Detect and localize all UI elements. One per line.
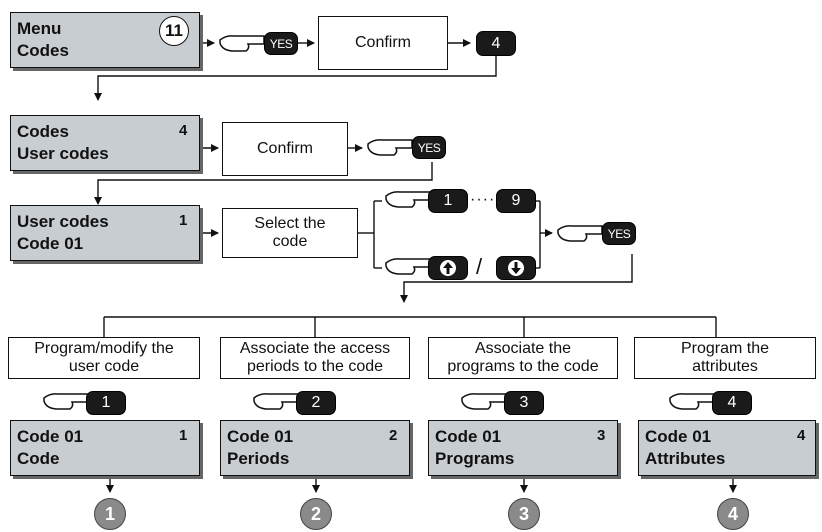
key-9: 9	[496, 189, 536, 213]
key-1: 1	[86, 391, 126, 415]
key-1: 1	[428, 189, 468, 213]
lcd-number: 1	[179, 212, 188, 229]
arrow-down-icon	[508, 260, 524, 276]
separator-slash: /	[476, 254, 483, 279]
option-box-programs: Associate the programs to the code	[428, 337, 618, 379]
hand-pointer-icon	[461, 393, 507, 410]
lcd-code01-code: Code 01 Code 1	[10, 420, 200, 476]
lcd-code01-attributes: Code 01 Attributes 4	[638, 420, 816, 476]
step-circle-1: 1	[94, 498, 126, 530]
key-2: 2	[296, 391, 336, 415]
yes-key: YES	[602, 222, 636, 245]
hand-pointer-icon	[557, 225, 603, 242]
arrow-up-icon	[440, 260, 456, 276]
confirm-box: Confirm	[222, 122, 348, 176]
hand-pointer-icon	[669, 393, 715, 410]
lcd-line2: Periods	[227, 449, 290, 468]
option-box-access-periods: Associate the access periods to the code	[220, 337, 410, 379]
lcd-code01-programs: Code 01 Programs 3	[428, 420, 618, 476]
yes-key: YES	[264, 32, 298, 55]
yes-key: YES	[412, 136, 446, 159]
key-3: 3	[504, 391, 544, 415]
hand-pointer-icon	[367, 139, 413, 156]
option-box-program-user-code: Program/modify the user code	[8, 337, 200, 379]
lcd-number: 1	[179, 427, 188, 444]
lcd-number: 2	[389, 427, 398, 444]
lcd-line1: Code 01	[645, 427, 712, 446]
hand-pointer-icon	[385, 191, 431, 208]
select-code-box: Select the code	[222, 208, 358, 258]
step-circle-4: 4	[717, 498, 749, 530]
lcd-line2: User codes	[17, 144, 109, 163]
lcd-line2: Code 01	[17, 234, 84, 253]
step-number-circle: 11	[159, 16, 189, 46]
key-4: 4	[476, 31, 516, 56]
confirm-box: Confirm	[318, 16, 448, 70]
lcd-line2: Codes	[17, 41, 69, 60]
lcd-user-codes-code01: User codes Code 01 1	[10, 205, 200, 261]
lcd-menu-codes: Menu Codes 11	[10, 12, 200, 68]
step-circle-2: 2	[300, 498, 332, 530]
arrow-down-key	[496, 256, 536, 280]
hand-pointer-icon	[219, 35, 265, 52]
lcd-line1: Code 01	[435, 427, 502, 446]
hand-pointer-icon	[385, 258, 431, 275]
lcd-codes-user-codes: Codes User codes 4	[10, 115, 200, 171]
arrow-up-key	[428, 256, 468, 280]
lcd-code01-periods: Code 01 Periods 2	[220, 420, 410, 476]
lcd-number: 3	[597, 427, 606, 444]
option-box-attributes: Program the attributes	[634, 337, 816, 379]
lcd-line1: Code 01	[227, 427, 294, 446]
lcd-line2: Code	[17, 449, 60, 468]
step-circle-3: 3	[508, 498, 540, 530]
ellipsis: ·····	[470, 191, 502, 208]
lcd-line1: Code 01	[17, 427, 84, 446]
lcd-line1: User codes	[17, 212, 109, 231]
lcd-number: 4	[179, 122, 188, 139]
key-4: 4	[712, 391, 752, 415]
hand-pointer-icon	[253, 393, 299, 410]
lcd-line2: Attributes	[645, 449, 726, 468]
lcd-line1: Codes	[17, 122, 69, 141]
hand-pointer-icon	[43, 393, 89, 410]
lcd-line1: Menu	[17, 19, 62, 38]
lcd-line2: Programs	[435, 449, 515, 468]
lcd-number: 4	[797, 427, 806, 444]
